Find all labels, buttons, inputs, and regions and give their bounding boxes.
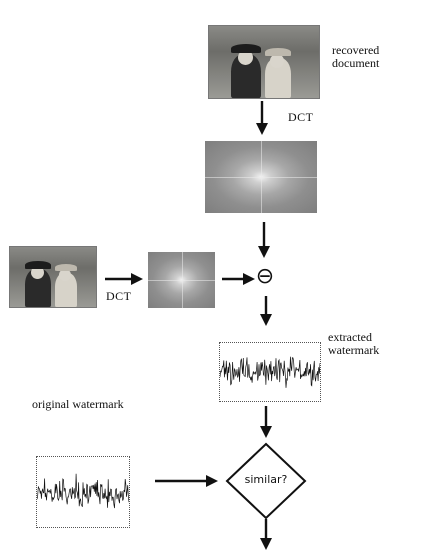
dct-label-left: DCT bbox=[106, 289, 132, 303]
extracted-watermark-label: extracted watermark bbox=[328, 330, 380, 357]
extracted-watermark-plot bbox=[219, 342, 321, 402]
original-watermark-plot bbox=[36, 456, 130, 528]
dct-spectrum-original bbox=[148, 252, 215, 308]
subtract-operator: ⊖ bbox=[255, 264, 275, 289]
similar-label: similar? bbox=[244, 473, 288, 486]
noise-trace bbox=[220, 356, 320, 388]
extracted-watermark-signal bbox=[220, 356, 320, 388]
noise-trace bbox=[37, 473, 129, 509]
recovered-document-image bbox=[208, 25, 320, 99]
original-watermark-label: original watermark bbox=[32, 397, 124, 411]
original-document-image bbox=[9, 246, 97, 308]
recovered-document-label: recovered document bbox=[332, 43, 380, 70]
dct-spectrum-top bbox=[205, 141, 317, 213]
dct-label-top: DCT bbox=[288, 110, 314, 124]
original-watermark-signal bbox=[37, 473, 129, 509]
